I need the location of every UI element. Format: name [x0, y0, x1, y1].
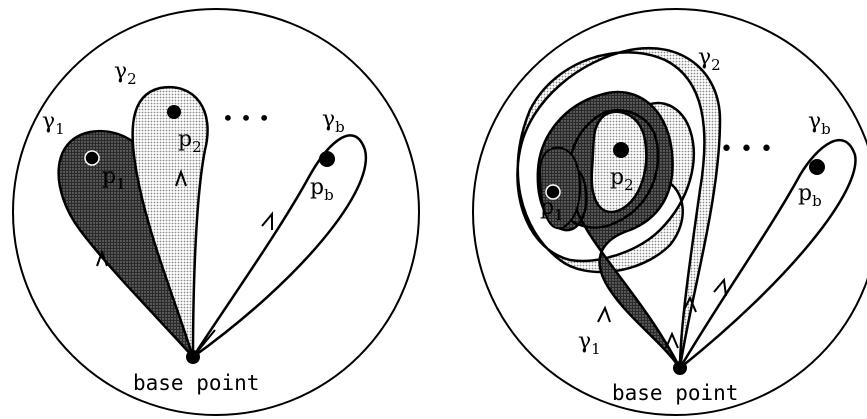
- left-point-p1-marker: [84, 150, 100, 166]
- left-label-pb: pb: [310, 175, 334, 204]
- left-label-gamma1: γ1: [42, 109, 65, 138]
- right-ellipsis: • • •: [720, 137, 773, 162]
- right-base-point-label: base point: [612, 381, 738, 405]
- left-arrow-gamma2: [175, 169, 187, 187]
- left-arrow-gamma1: [96, 249, 108, 267]
- right-label-p1: p1: [540, 195, 564, 224]
- right-inner-region-p2: [590, 110, 648, 213]
- right-diagram: γ2 γb γ1 p1 p2 pb • • • base point: [472, 8, 867, 416]
- left-ellipsis: • • •: [222, 106, 270, 130]
- right-arrow-gamma2: [665, 331, 679, 349]
- left-arrow-gammab: [261, 211, 273, 230]
- right-label-gammab: γb: [808, 109, 831, 138]
- right-label-pb: pb: [798, 181, 822, 210]
- left-loop-gamma2: [131, 85, 209, 358]
- right-point-p2-marker: [613, 142, 629, 158]
- right-arrow-gammab: [713, 277, 727, 297]
- left-base-point-label: base point: [133, 371, 259, 395]
- left-loop-gammab: [191, 134, 368, 359]
- left-label-gamma2: γ2: [114, 59, 137, 88]
- left-label-p2: p2: [178, 127, 202, 156]
- right-arrow-gamma1: [597, 305, 611, 323]
- right-base-point-marker: [673, 361, 687, 375]
- right-loop-gammab: [678, 138, 857, 369]
- left-label-gammab: γb: [322, 107, 345, 136]
- left-diagram: γ1 γ2 γb p1 p2 pb • • • base point: [12, 8, 420, 416]
- left-base-point-marker: [186, 350, 200, 364]
- right-label-p2: p2: [610, 165, 634, 194]
- left-label-p1: p1: [102, 164, 126, 193]
- left-point-p2-marker: [167, 105, 181, 119]
- right-label-gamma1: γ1: [578, 329, 601, 358]
- right-label-gamma2: γ2: [698, 45, 721, 74]
- right-point-p1-marker: [545, 184, 561, 200]
- left-point-pb-marker: [319, 151, 335, 167]
- right-disk-boundary: [472, 8, 867, 416]
- left-disk-boundary: [12, 8, 420, 416]
- right-point-pb-marker: [809, 159, 825, 175]
- right-arrow-gamma2-mid: [683, 295, 697, 313]
- right-inner-region-p1: [538, 146, 582, 230]
